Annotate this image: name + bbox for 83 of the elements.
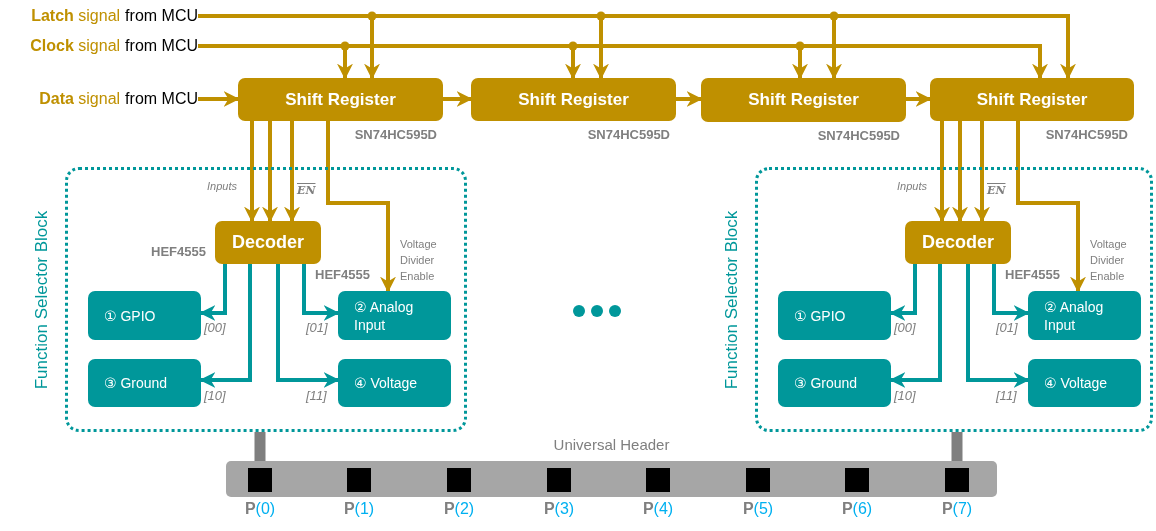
arrow (276, 264, 340, 388)
pin-label: P(0) (244, 500, 276, 518)
function-box (778, 291, 891, 340)
function-box (778, 359, 891, 407)
arrow (974, 121, 990, 223)
part-number: HEF4555 (315, 267, 370, 282)
pin-label: P(1) (343, 500, 375, 518)
part-number: SN74HC595D (354, 127, 437, 142)
connector-line (254, 432, 266, 461)
function-label: ② Analog Input (1044, 297, 1105, 334)
edge-label: [01] (306, 320, 328, 335)
arrow (676, 91, 703, 107)
edge-label: [11] (306, 388, 327, 403)
block-title: Function Selector Block (722, 210, 742, 389)
function-label: ② Analog Input (354, 297, 415, 334)
signal-name: Clock signal (30, 37, 121, 55)
function-label: ① GPIO (104, 306, 157, 325)
decoder-label: Decoder (232, 232, 304, 253)
pin-label: P(4) (642, 500, 674, 518)
arrow (952, 121, 968, 223)
part-number: HEF4555 (151, 244, 206, 259)
part-number: SN74HC595D (587, 127, 670, 142)
block-title: Function Selector Block (32, 210, 52, 389)
header-title: Universal Header (552, 436, 671, 453)
edge-label: [01] (996, 320, 1018, 335)
arrow (934, 121, 950, 223)
edge-label: [10] (894, 388, 916, 403)
arrow (966, 264, 1030, 388)
part-number: SN74HC595D (1045, 127, 1128, 142)
edge-label: Voltage Divider Enable (400, 237, 438, 284)
edge-label: Inputs (897, 180, 927, 192)
decoder-label: Decoder (922, 232, 994, 253)
register-label: Shift Register (518, 89, 629, 110)
arrow (889, 264, 917, 321)
function-box (88, 359, 201, 407)
edge-label: Voltage Divider Enable (1090, 237, 1128, 284)
arrow (302, 264, 340, 321)
register-label: Shift Register (285, 89, 396, 110)
arrow (906, 91, 932, 107)
arrow (262, 121, 278, 223)
arrow (326, 121, 396, 293)
edge-label: [11] (996, 388, 1017, 403)
function-box (88, 291, 201, 340)
pin-label: P(2) (443, 500, 475, 518)
pin-label: P(3) (543, 500, 575, 518)
signal-source: from MCU (125, 7, 198, 25)
function-box (338, 291, 451, 340)
edge-label: EN (987, 184, 1006, 197)
function-label: ① GPIO (794, 306, 847, 325)
function-box (1028, 291, 1141, 340)
arrow (199, 264, 252, 388)
edge-label: Inputs (207, 180, 237, 192)
function-box (338, 359, 451, 407)
function-label: ④ Voltage (354, 374, 419, 392)
signal-source: from MCU (125, 90, 198, 108)
function-label: ④ Voltage (1044, 374, 1109, 392)
arrow (1016, 121, 1086, 293)
edge-label: [00] (204, 320, 226, 335)
function-box (1028, 359, 1141, 407)
pin-label: P(5) (742, 500, 774, 518)
signal-source: from MCU (125, 37, 198, 55)
arrow (199, 264, 227, 321)
arrow (889, 264, 942, 388)
arrow (198, 14, 1076, 80)
connector-line (951, 432, 963, 461)
pin-label: P(6) (841, 500, 873, 518)
signal-name: Latch signal (31, 7, 121, 25)
arrow (244, 121, 260, 223)
edge-label: [00] (894, 320, 916, 335)
function-label: ③ Ground (104, 374, 169, 392)
part-number: SN74HC595D (817, 128, 900, 143)
arrow (284, 121, 300, 223)
part-number: HEF4555 (1005, 267, 1060, 282)
edge-label: EN (297, 184, 316, 197)
register-label: Shift Register (976, 89, 1088, 110)
pin-label: P(7) (941, 500, 973, 518)
arrow (443, 91, 473, 107)
arrow (992, 264, 1030, 321)
register-label: Shift Register (748, 90, 859, 110)
edge-label: [10] (204, 388, 226, 403)
arrow (198, 91, 240, 107)
signal-name: Data signal (39, 90, 121, 108)
function-label: ③ Ground (794, 374, 859, 392)
